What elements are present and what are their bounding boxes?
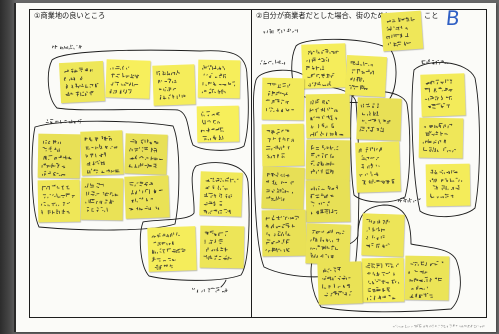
group-enclosure — [31, 120, 180, 231]
footer-print — [392, 324, 485, 328]
group-enclosure — [253, 69, 360, 278]
group-enclosure — [47, 49, 249, 151]
right-column-heading: ②自分が商業者だとした場合、街のために — [256, 11, 392, 20]
handwritten-labels — [45, 28, 485, 328]
group-enclosure — [411, 62, 480, 218]
worksheet-frame — [29, 9, 487, 318]
handwritten-label — [45, 118, 82, 124]
handwritten-label — [263, 28, 298, 34]
handwritten-label — [397, 197, 421, 203]
handwritten-label — [52, 44, 83, 50]
handwritten-label — [421, 59, 449, 65]
table-backdrop — [0, 0, 16, 334]
right-column-heading-tail: こと — [424, 11, 439, 20]
group-enclosure — [310, 204, 461, 313]
label-connector — [220, 279, 227, 288]
left-column-heading: ①商業地の良いところ — [34, 11, 106, 20]
handwritten-label — [260, 59, 286, 65]
group-enclosure — [350, 90, 411, 203]
group-mark: B — [444, 6, 461, 30]
group-enclosure — [139, 162, 250, 281]
group-enclosure — [291, 38, 397, 104]
handwritten-label — [192, 287, 228, 293]
column-divider — [251, 9, 253, 318]
